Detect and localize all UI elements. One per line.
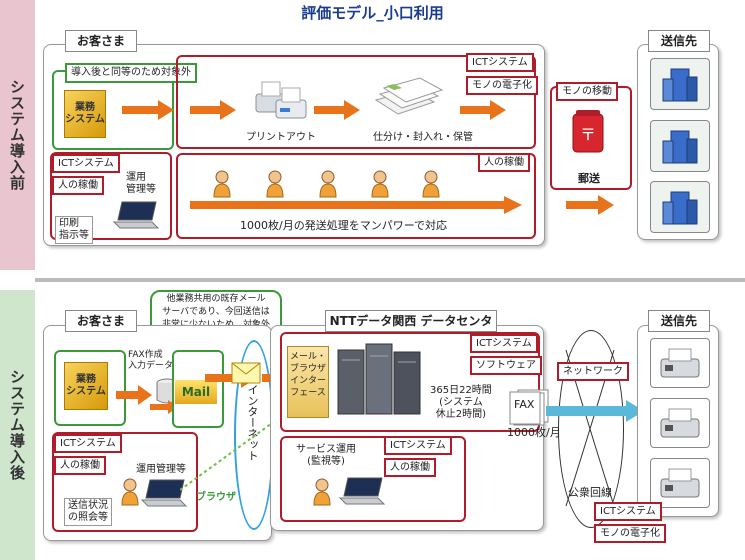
ntt-human-work-label: 人の稼働 [384,458,436,477]
printer-icon [255,81,307,119]
server-rack-icon [337,343,421,415]
mono-move-label: モノの移動 [556,82,618,101]
availability-label: 365日22時間 (システム 休止2時間) [430,385,492,420]
arrow-6 [116,385,152,405]
documents-icon [374,77,444,115]
before-ict-label-2: ICTシステム [52,154,120,173]
arrow-2 [190,100,236,120]
person-icon-5 [422,170,440,198]
gateway-interface: メール・ ブラウザ インター フェース [287,346,329,418]
before-out-of-scope-label: 導入後と同等のため対象外 [65,63,197,83]
mail-server: Mail [175,380,217,404]
sort-pack-label: 仕分け・封入れ・保管 [373,132,473,143]
manpower-arrow [190,196,522,214]
ntt-system-frame [280,332,540,432]
fax-volume-label: 1000枚/月 [507,426,561,439]
envelope-icon [231,362,261,384]
laptop-icon-3 [338,477,386,505]
arrow-4 [460,100,506,120]
arrow-7 [150,400,178,414]
internet-label: インターネット [246,384,259,461]
before-ict-label: ICTシステム [466,53,534,72]
before-customer-tab: お客さま [65,30,137,52]
before-mono-digital-label: モノの電子化 [466,76,538,95]
printout-label: プリントアウト [246,132,316,143]
laptop-icon-2 [140,479,188,507]
browser-label: ブラウザ [196,492,236,503]
arrow-1 [122,100,174,120]
arrow-3 [314,100,360,120]
person-icon-4 [371,170,389,198]
ntt-ict-label: ICTシステム [470,334,538,353]
person-icon-3 [319,170,337,198]
ntt-ict-label-2: ICTシステム [384,436,452,455]
network-label: ネットワーク [557,362,629,381]
inquiry-label: 送信状況 の照会等 [64,498,112,526]
ntt-service-frame [280,436,466,522]
page-title: 評価モデル_小口利用 [301,4,444,22]
manpower-text: 1000枚/月の発送処理をマンパワーで対応 [240,219,448,232]
section-before-label: システム導入前 [8,79,26,191]
after-human-work-label: 人の稼働 [54,456,106,475]
browser-dotted-link [180,409,291,491]
after-customer-tab: お客さま [65,310,137,332]
fax-machine-icon-3 [650,458,710,508]
person-icon-2 [266,170,284,198]
before-human-work-label-2: 人の稼働 [478,153,530,172]
laptop-icon [112,201,160,229]
ntt-tab: NTTデータ関西 データセンタ [325,310,497,332]
building-icon-1 [650,58,710,110]
postbox-icon: 〒 [572,110,604,153]
person-icon-7 [313,478,331,506]
fax-machine-icon-1 [650,338,710,388]
person-icon-6 [121,478,139,506]
after-recipient-tab: 送信先 [648,310,710,332]
service-ops-label: サービス運用 (監視等) [296,444,356,467]
public-line-label: 公衆回線 [568,486,612,499]
section-divider [35,278,745,282]
print-instruction: 印刷 指示等 [55,216,93,244]
building-icon-3 [650,181,710,233]
fax-data-label: FAX作成 入力データ [128,350,174,371]
network-oval [558,330,624,528]
section-after-label: システム導入後 [8,369,26,481]
fax-label: FAX [514,398,535,411]
before-recipient-tab: 送信先 [648,30,710,52]
after-business-system: 業務 システム [64,362,108,410]
ntt-software-label: ソフトウェア [470,356,542,375]
after-mono-digital-label: モノの電子化 [594,524,666,543]
after-ict-label-4: ICTシステム [594,502,662,521]
after-business-frame [54,350,126,426]
section-after-band: システム導入後 [0,290,35,560]
before-manpower-frame [176,153,536,239]
after-ops-frame [52,432,198,532]
fax-machine-icon-2 [650,398,710,448]
fax-pages-icon [509,389,549,426]
before-print-frame [176,55,536,149]
person-icon-1 [213,170,231,198]
arrow-5 [566,195,614,215]
svg-text:〒: 〒 [580,125,596,144]
mail-label: 郵送 [578,172,600,185]
before-ops-frame [50,152,172,240]
after-ict-label: ICTシステム [54,434,122,453]
before-human-work-label: 人の稼働 [52,176,104,195]
building-icon-2 [650,120,710,172]
after-ops-mgmt: 運用管理等 [136,464,186,475]
before-business-system: 業務 システム [64,90,106,138]
network-arrow [546,400,644,422]
section-before-band: システム導入前 [0,0,35,270]
before-ops-mgmt: 運用 管理等 [126,172,156,195]
